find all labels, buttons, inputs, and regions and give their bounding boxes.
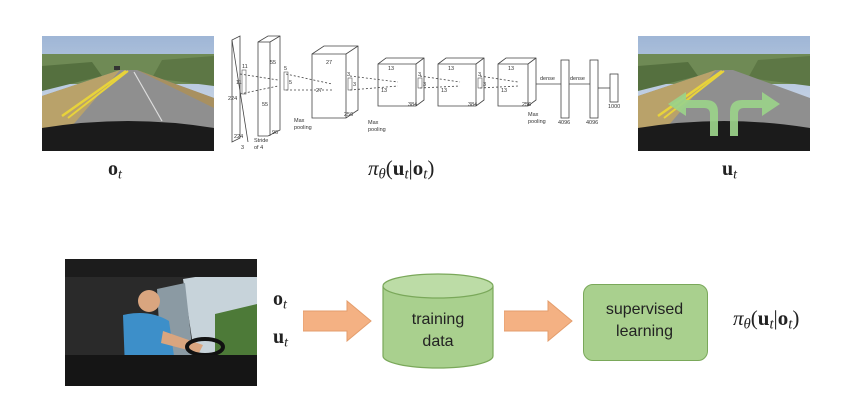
pool2-label-2: pooling: [368, 127, 386, 133]
input-layer: [231, 35, 241, 143]
dense1-label: dense: [540, 76, 555, 82]
pool2-label-1: Max: [368, 120, 379, 126]
conv1-dim-1: 55: [270, 60, 276, 66]
stride-label-1: Stride: [254, 138, 268, 144]
pool1-label-1: Max: [294, 118, 305, 124]
cnn-architecture-diagram: 224 224 3 55 55 96 27 27 256 13 13 384 1…: [228, 35, 620, 151]
supervised-learning-label: supervised learning: [605, 301, 684, 340]
input-dim-3: 3: [241, 145, 244, 151]
training-data-cylinder: [382, 273, 494, 369]
turn-arrows-icon: [668, 92, 780, 136]
conv1-block: [257, 35, 281, 137]
truck-driver-image: [65, 259, 257, 386]
pool1-label-2: pooling: [294, 125, 312, 131]
conv3-dim-1: 13: [388, 66, 394, 72]
dense2-block: [589, 59, 599, 119]
conv2-dim-3: 256: [344, 112, 353, 118]
conv2-dim-1: 27: [326, 60, 332, 66]
pool3-label-1: Max: [528, 112, 539, 118]
output-block: [609, 73, 619, 103]
road-action-image: [638, 36, 810, 151]
bottom-act-label: ut: [273, 326, 289, 351]
action-label: ut: [722, 158, 738, 183]
conv2-dim-2: 27: [316, 88, 322, 94]
kernel-label-3: 5: [284, 66, 287, 72]
stride-label-2: of 4: [254, 145, 263, 151]
kernel-label-1: 11: [242, 64, 248, 70]
conv5-dim-2: 13: [501, 88, 507, 94]
conv4-dim-3: 384: [468, 102, 477, 108]
supervised-learning-box: [583, 284, 708, 361]
conv4-dim-1: 13: [448, 66, 454, 72]
input-dim-2: 224: [234, 134, 243, 140]
bottom-obs-label: ot: [273, 288, 287, 313]
conv2-block: [311, 45, 359, 119]
dense1-dim: 4096: [558, 120, 570, 126]
conv1-dim-3: 96: [272, 130, 278, 136]
dense2-dim: 4096: [586, 120, 598, 126]
conv5-dim-1: 13: [508, 66, 514, 72]
flow-arrow-1-icon: [303, 300, 372, 342]
dense1-block: [560, 59, 570, 119]
kernel-label-9: 3: [478, 72, 481, 78]
top-policy-label: πθ(ut|ot): [368, 156, 435, 183]
kernel-label-7: 3: [418, 72, 421, 78]
kernel-label-8: 3: [423, 82, 426, 88]
bottom-policy-label: πθ(ut|ot): [733, 306, 800, 333]
road-observation-image: [42, 36, 214, 151]
conv5-dim-3: 256: [522, 102, 531, 108]
kernel-label-6: 3: [353, 82, 356, 88]
conv4-dim-2: 13: [441, 88, 447, 94]
conv1-dim-2: 55: [262, 102, 268, 108]
conv3-dim-2: 13: [381, 88, 387, 94]
kernel-label-4: 5: [289, 80, 292, 86]
pool3-label-2: pooling: [528, 119, 546, 125]
input-dim-1: 224: [228, 96, 237, 102]
dense2-label: dense: [570, 76, 585, 82]
conv4-block: [437, 57, 485, 107]
conv3-dim-3: 384: [408, 102, 417, 108]
kernel-label-10: 3: [483, 82, 486, 88]
kernel-label-2: 11: [236, 80, 242, 86]
conv5-block: [497, 57, 537, 107]
flow-arrow-2-icon: [504, 300, 573, 342]
observation-label: ot: [108, 158, 122, 183]
conv3-block: [377, 57, 425, 107]
kernel-label-5: 3: [347, 72, 350, 78]
output-dim: 1000: [608, 104, 620, 110]
training-data-label: training data: [411, 311, 465, 350]
